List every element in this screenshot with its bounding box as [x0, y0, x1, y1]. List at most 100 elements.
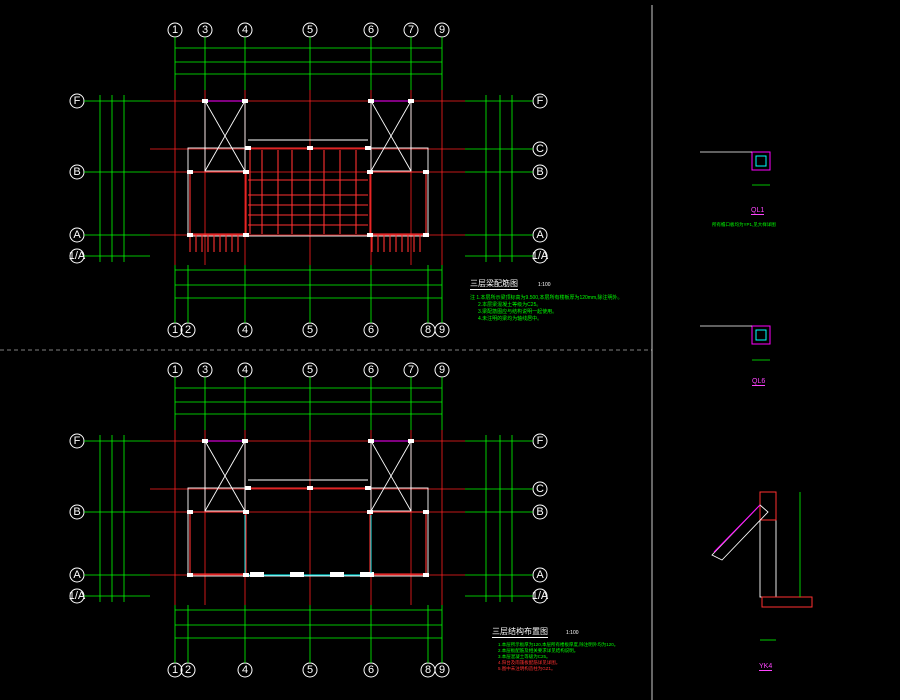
yk4-canopy-rebar — [713, 504, 761, 553]
plan2-column-4 — [187, 510, 193, 514]
plan1-outline — [187, 147, 429, 237]
ql1-label: QL1 — [751, 207, 765, 215]
plan1-axis-top-5-label: 7 — [408, 24, 414, 36]
plan2-axis-left-1-label: B — [73, 506, 80, 518]
plan1-column-3 — [408, 99, 414, 103]
plan1-axis-right-2-label: B — [536, 166, 543, 178]
plan2-axis-right-3-label: A — [536, 569, 544, 581]
plan2-axis-top-5-label: 7 — [408, 364, 414, 376]
plan2-column-3 — [408, 439, 414, 443]
plan2-column-7 — [423, 510, 429, 514]
plan1-column-8 — [187, 233, 193, 237]
plan1-scale: 1:100 — [538, 282, 551, 288]
plan2-column-6 — [367, 510, 373, 514]
plan1-axis-top-2-label: 4 — [242, 24, 248, 36]
plan1-axis-left-2-label: A — [73, 229, 81, 241]
plan1-axis-bottom-6-label: 9 — [439, 324, 445, 336]
plan1-note-4: 4.未注明的梁均为轴线居中。 — [478, 316, 543, 322]
plan1-column-9 — [243, 233, 249, 237]
plan1-axis-top-6-label: 9 — [439, 24, 445, 36]
plan2-column-11 — [423, 573, 429, 577]
plan2-note-3: 3.本层混凝土等级为C25。 — [498, 654, 551, 659]
plan2-scale: 1:100 — [566, 630, 579, 636]
plan1-axis-bottom-1-label: 2 — [185, 324, 191, 336]
plan1-axis-right-3-label: A — [536, 229, 544, 241]
plan1-axis-left-0-label: F — [74, 95, 81, 107]
plan1-column-14 — [307, 146, 313, 150]
plan2-axis-bottom-1-label: 2 — [185, 664, 191, 676]
plan2-column-12 — [245, 486, 251, 490]
plan1-axis-top-4-label: 6 — [368, 24, 374, 36]
plan2-axis-top-6-label: 9 — [439, 364, 445, 376]
plan2-notes-block: 三层结构布置图 1:100 1.本层所示板厚为120,本层所有楼板厚度,除注明外… — [492, 626, 650, 672]
plan1-axis-right-1-label: C — [536, 143, 544, 155]
plan1-axis-left-1-label: B — [73, 166, 80, 178]
plan2-stair-x2-1 — [370, 440, 412, 512]
plan1-column-7 — [423, 170, 429, 174]
plan2-axis-bottom-6-label: 9 — [439, 664, 445, 676]
plan2-column-9 — [243, 573, 249, 577]
plan2-axis-left-3-label: 1/A — [69, 590, 86, 602]
ql1-rebar — [755, 155, 767, 167]
plan1-notes-block: 三层梁配筋图 1:100 注 1.本层所示梁顶标高为9.500,本层所有楼板厚为… — [470, 278, 650, 323]
ql6-section — [751, 325, 771, 345]
plan2-axis-left-0-label: F — [74, 435, 81, 447]
yk4-wall — [759, 491, 777, 598]
plan2-axis-bottom-0-label: 1 — [172, 664, 178, 676]
plan2-column-10 — [367, 573, 373, 577]
plan2-title: 三层结构布置图 — [492, 627, 548, 638]
yk4-beam — [759, 491, 777, 521]
plan2-axis-top-0-label: 1 — [172, 364, 178, 376]
plan2-note-2: 2.本层板配筋及相关要求详见结构说明。 — [498, 648, 579, 653]
plan1-axis-bottom-4-label: 6 — [368, 324, 374, 336]
plan1-column-6 — [367, 170, 373, 174]
plan1-room-right — [369, 171, 427, 235]
plan2-axis-bottom-5-label: 8 — [425, 664, 431, 676]
plan2-lintel-0 — [250, 572, 264, 577]
plan1-column-12 — [245, 146, 251, 150]
plan2-note-4: 4.阳台及雨篷板配筋详见详图。 — [498, 660, 561, 665]
ql1-note: 所有檐口板均为YP1,见大样详图 — [712, 222, 776, 227]
plan1-axis-bottom-2-label: 4 — [242, 324, 248, 336]
plan2-axis-bottom-3-label: 5 — [307, 664, 313, 676]
plan2-column-8 — [187, 573, 193, 577]
plan2-lintel-1 — [290, 572, 304, 577]
plan1-note-1: 注 1.本层所示梁顶标高为9.500,本层所有楼板厚为120mm,除注明外。 — [470, 295, 623, 301]
plan1-column-13 — [365, 146, 371, 150]
plan2-stair-x2-0 — [204, 440, 246, 512]
plan1-column-1 — [242, 99, 248, 103]
yk4-label: YK4 — [759, 663, 773, 671]
plan2-column-2 — [368, 439, 374, 443]
plan2-room-left — [189, 511, 247, 575]
plan2-axis-bottom-2-label: 4 — [242, 664, 248, 676]
plan2-column-5 — [243, 510, 249, 514]
plan2-room-right — [369, 511, 427, 575]
detail-drawings — [700, 151, 813, 641]
plan2-column-1 — [242, 439, 248, 443]
plan2-axis-top-1-label: 3 — [202, 364, 208, 376]
plan1-stair-x2-0 — [204, 100, 246, 172]
plan1-axis-left-3-label: 1/A — [69, 250, 86, 262]
plan1-axis-right-4-label: 1/A — [532, 250, 549, 262]
plan2-lintel-2 — [330, 572, 344, 577]
plan1-column-10 — [367, 233, 373, 237]
plan2-axis-top-4-label: 6 — [368, 364, 374, 376]
ql6-label: QL6 — [752, 378, 766, 386]
plan1-column-2 — [368, 99, 374, 103]
plan1-stair-x2-1 — [370, 100, 412, 172]
plan1-axis-bottom-5-label: 8 — [425, 324, 431, 336]
plan2-axis-top-3-label: 5 — [307, 364, 313, 376]
ql1-section — [751, 151, 771, 171]
plan2-outline — [187, 487, 429, 577]
plan1-room-left — [189, 171, 247, 235]
plan1-axis-right-0-label: F — [537, 95, 544, 107]
plan1-column-11 — [423, 233, 429, 237]
plan2-column-0 — [202, 439, 208, 443]
plan2-axis-left-2-label: A — [73, 569, 81, 581]
plan2-column-14 — [307, 486, 313, 490]
plan1-note-3: 3.梁配筋图应与结构说明一起使用。 — [478, 309, 558, 315]
plan2-column-13 — [365, 486, 371, 490]
plan1-note-2: 2.本层梁混凝土等级为C25。 — [478, 302, 542, 308]
plan1-column-0 — [202, 99, 208, 103]
